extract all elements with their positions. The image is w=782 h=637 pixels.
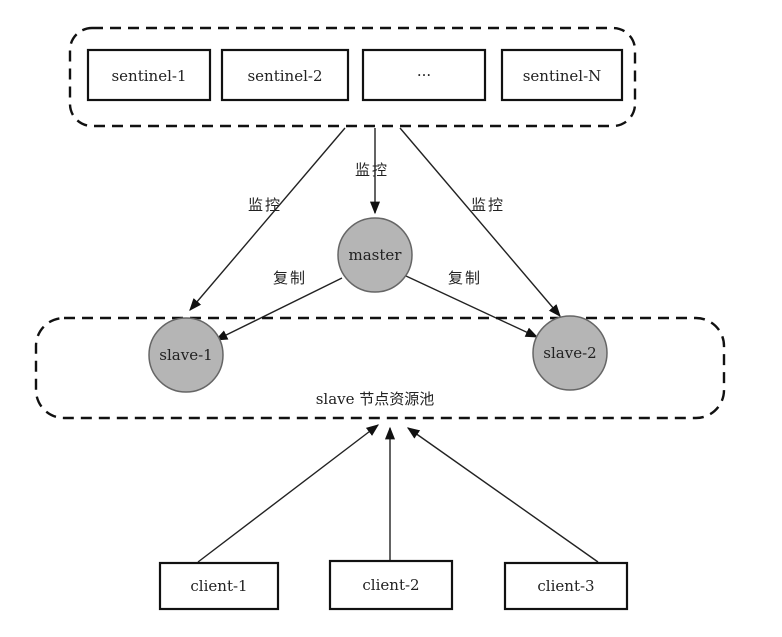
client-3-label: client-3 <box>537 577 594 595</box>
replicate-edge-slave-2 <box>405 275 539 338</box>
sentinel-node-2[interactable]: sentinel-2 <box>220 48 350 102</box>
slave-node-1[interactable]: slave-1 <box>148 317 224 393</box>
client-2-label: client-2 <box>362 576 419 594</box>
slave-node-2[interactable]: slave-2 <box>532 315 608 391</box>
client-1-label: client-1 <box>190 577 247 595</box>
sentinel-group: sentinel-1 sentinel-2 ··· sentinel-N <box>68 26 637 128</box>
sentinel-node-ellipsis[interactable]: ··· <box>361 48 487 102</box>
monitor-label-left: 监控 <box>248 196 282 214</box>
sentinel-n-label: sentinel-N <box>523 67 602 85</box>
monitor-edges: 监控 监控 监控 <box>189 127 561 317</box>
client-node-2[interactable]: client-2 <box>328 559 454 611</box>
monitor-edge-slave-1 <box>189 127 346 311</box>
client-edges <box>197 424 599 563</box>
monitor-label-right: 监控 <box>471 196 505 214</box>
replicate-label-right: 复制 <box>448 269 482 287</box>
client-1-edge <box>197 424 380 563</box>
slave-pool: slave 节点资源池 <box>34 316 726 420</box>
replication-edges: 复制 复制 <box>214 269 539 341</box>
slave-1-label: slave-1 <box>159 346 212 364</box>
slave-pool-label: slave 节点资源池 <box>316 390 435 408</box>
sentinel-node-n[interactable]: sentinel-N <box>500 48 624 102</box>
client-3-edge <box>406 427 599 563</box>
client-node-1[interactable]: client-1 <box>158 561 280 611</box>
slave-2-label: slave-2 <box>543 344 596 362</box>
sentinel-2-label: sentinel-2 <box>247 67 322 85</box>
monitor-edge-slave-2 <box>399 127 561 317</box>
sentinel-ellipsis-label: ··· <box>417 66 431 84</box>
replicate-edge-slave-1 <box>214 277 343 341</box>
client-node-3[interactable]: client-3 <box>503 561 629 611</box>
replicate-label-left: 复制 <box>273 269 307 287</box>
master-label: master <box>349 246 403 264</box>
master-node[interactable]: master <box>337 217 413 293</box>
sentinel-1-label: sentinel-1 <box>111 67 186 85</box>
monitor-label-center: 监控 <box>355 161 389 179</box>
sentinel-node-1[interactable]: sentinel-1 <box>86 48 212 102</box>
